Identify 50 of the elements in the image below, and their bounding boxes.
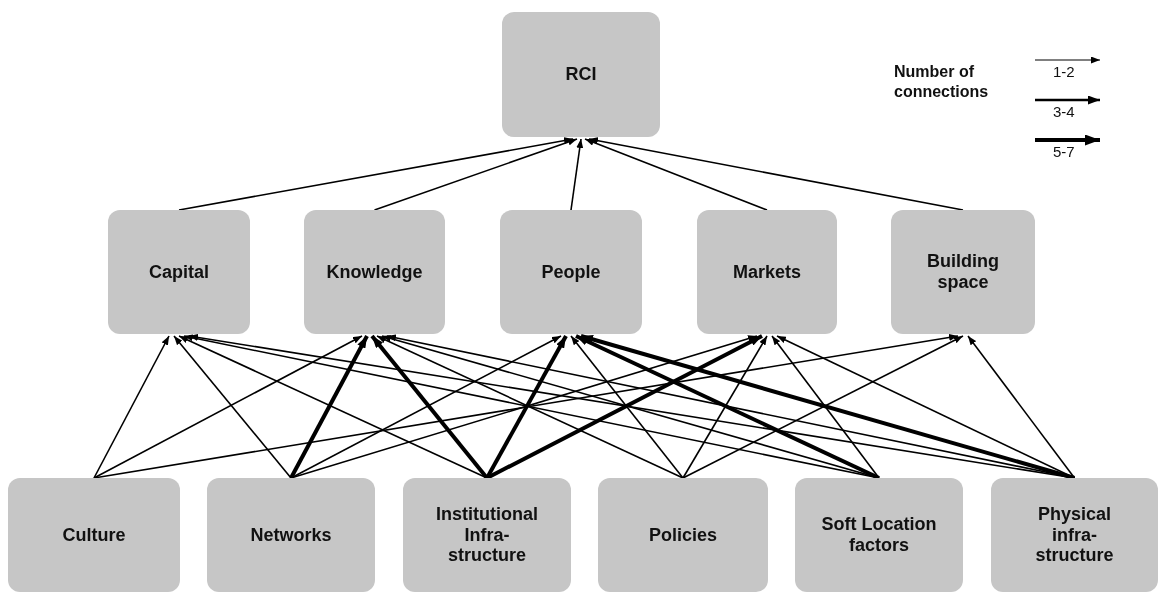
arrow bbox=[584, 138, 768, 211]
arrow bbox=[485, 335, 568, 479]
concept-box bbox=[8, 478, 180, 592]
node-label: Soft Location factors bbox=[820, 514, 938, 556]
concept-box bbox=[108, 210, 250, 334]
arrow bbox=[570, 335, 684, 479]
node-label: Knowledge bbox=[326, 261, 423, 283]
node-label: Culture bbox=[62, 524, 126, 546]
concept-box bbox=[304, 210, 445, 334]
node-label: Networks bbox=[250, 524, 332, 546]
concept-box bbox=[697, 210, 837, 334]
node-label: Building space bbox=[926, 251, 1000, 293]
arrow bbox=[370, 334, 489, 480]
arrow bbox=[290, 335, 758, 479]
arrow bbox=[682, 335, 964, 479]
concept-box bbox=[991, 478, 1158, 592]
node-label: Capital bbox=[149, 261, 209, 283]
arrow bbox=[588, 137, 964, 211]
arrow bbox=[570, 138, 584, 211]
arrow bbox=[93, 335, 363, 479]
arrow bbox=[93, 335, 170, 479]
node-label: Physical infra-structure bbox=[1034, 503, 1115, 567]
arrow bbox=[682, 335, 768, 479]
node-label: Policies bbox=[648, 524, 717, 546]
concept-box bbox=[795, 478, 963, 592]
arrow bbox=[575, 334, 880, 480]
node-label: RCI bbox=[565, 64, 597, 85]
legend-label: 1-2 bbox=[1053, 63, 1075, 80]
concept-box bbox=[207, 478, 375, 592]
arrow bbox=[376, 335, 684, 479]
arrow bbox=[289, 335, 369, 479]
concept-box bbox=[403, 478, 571, 592]
legend-label: 5-7 bbox=[1053, 143, 1075, 160]
arrow bbox=[178, 137, 574, 211]
arrow bbox=[93, 334, 959, 479]
legend-title: Number of connections bbox=[894, 62, 990, 102]
legend-label: 3-4 bbox=[1053, 103, 1075, 120]
node-label: Markets bbox=[732, 261, 801, 283]
concept-box bbox=[500, 210, 642, 334]
arrow bbox=[486, 334, 763, 480]
arrow bbox=[771, 335, 880, 479]
arrow bbox=[173, 335, 292, 479]
arrow bbox=[373, 138, 578, 211]
node-label: Institutional Infra-structure bbox=[435, 503, 539, 567]
concept-box bbox=[598, 478, 768, 592]
node-label: People bbox=[541, 261, 601, 283]
arrow bbox=[967, 335, 1076, 479]
arrow bbox=[580, 334, 1076, 480]
concept-box bbox=[891, 210, 1035, 334]
concept-box bbox=[502, 12, 660, 137]
